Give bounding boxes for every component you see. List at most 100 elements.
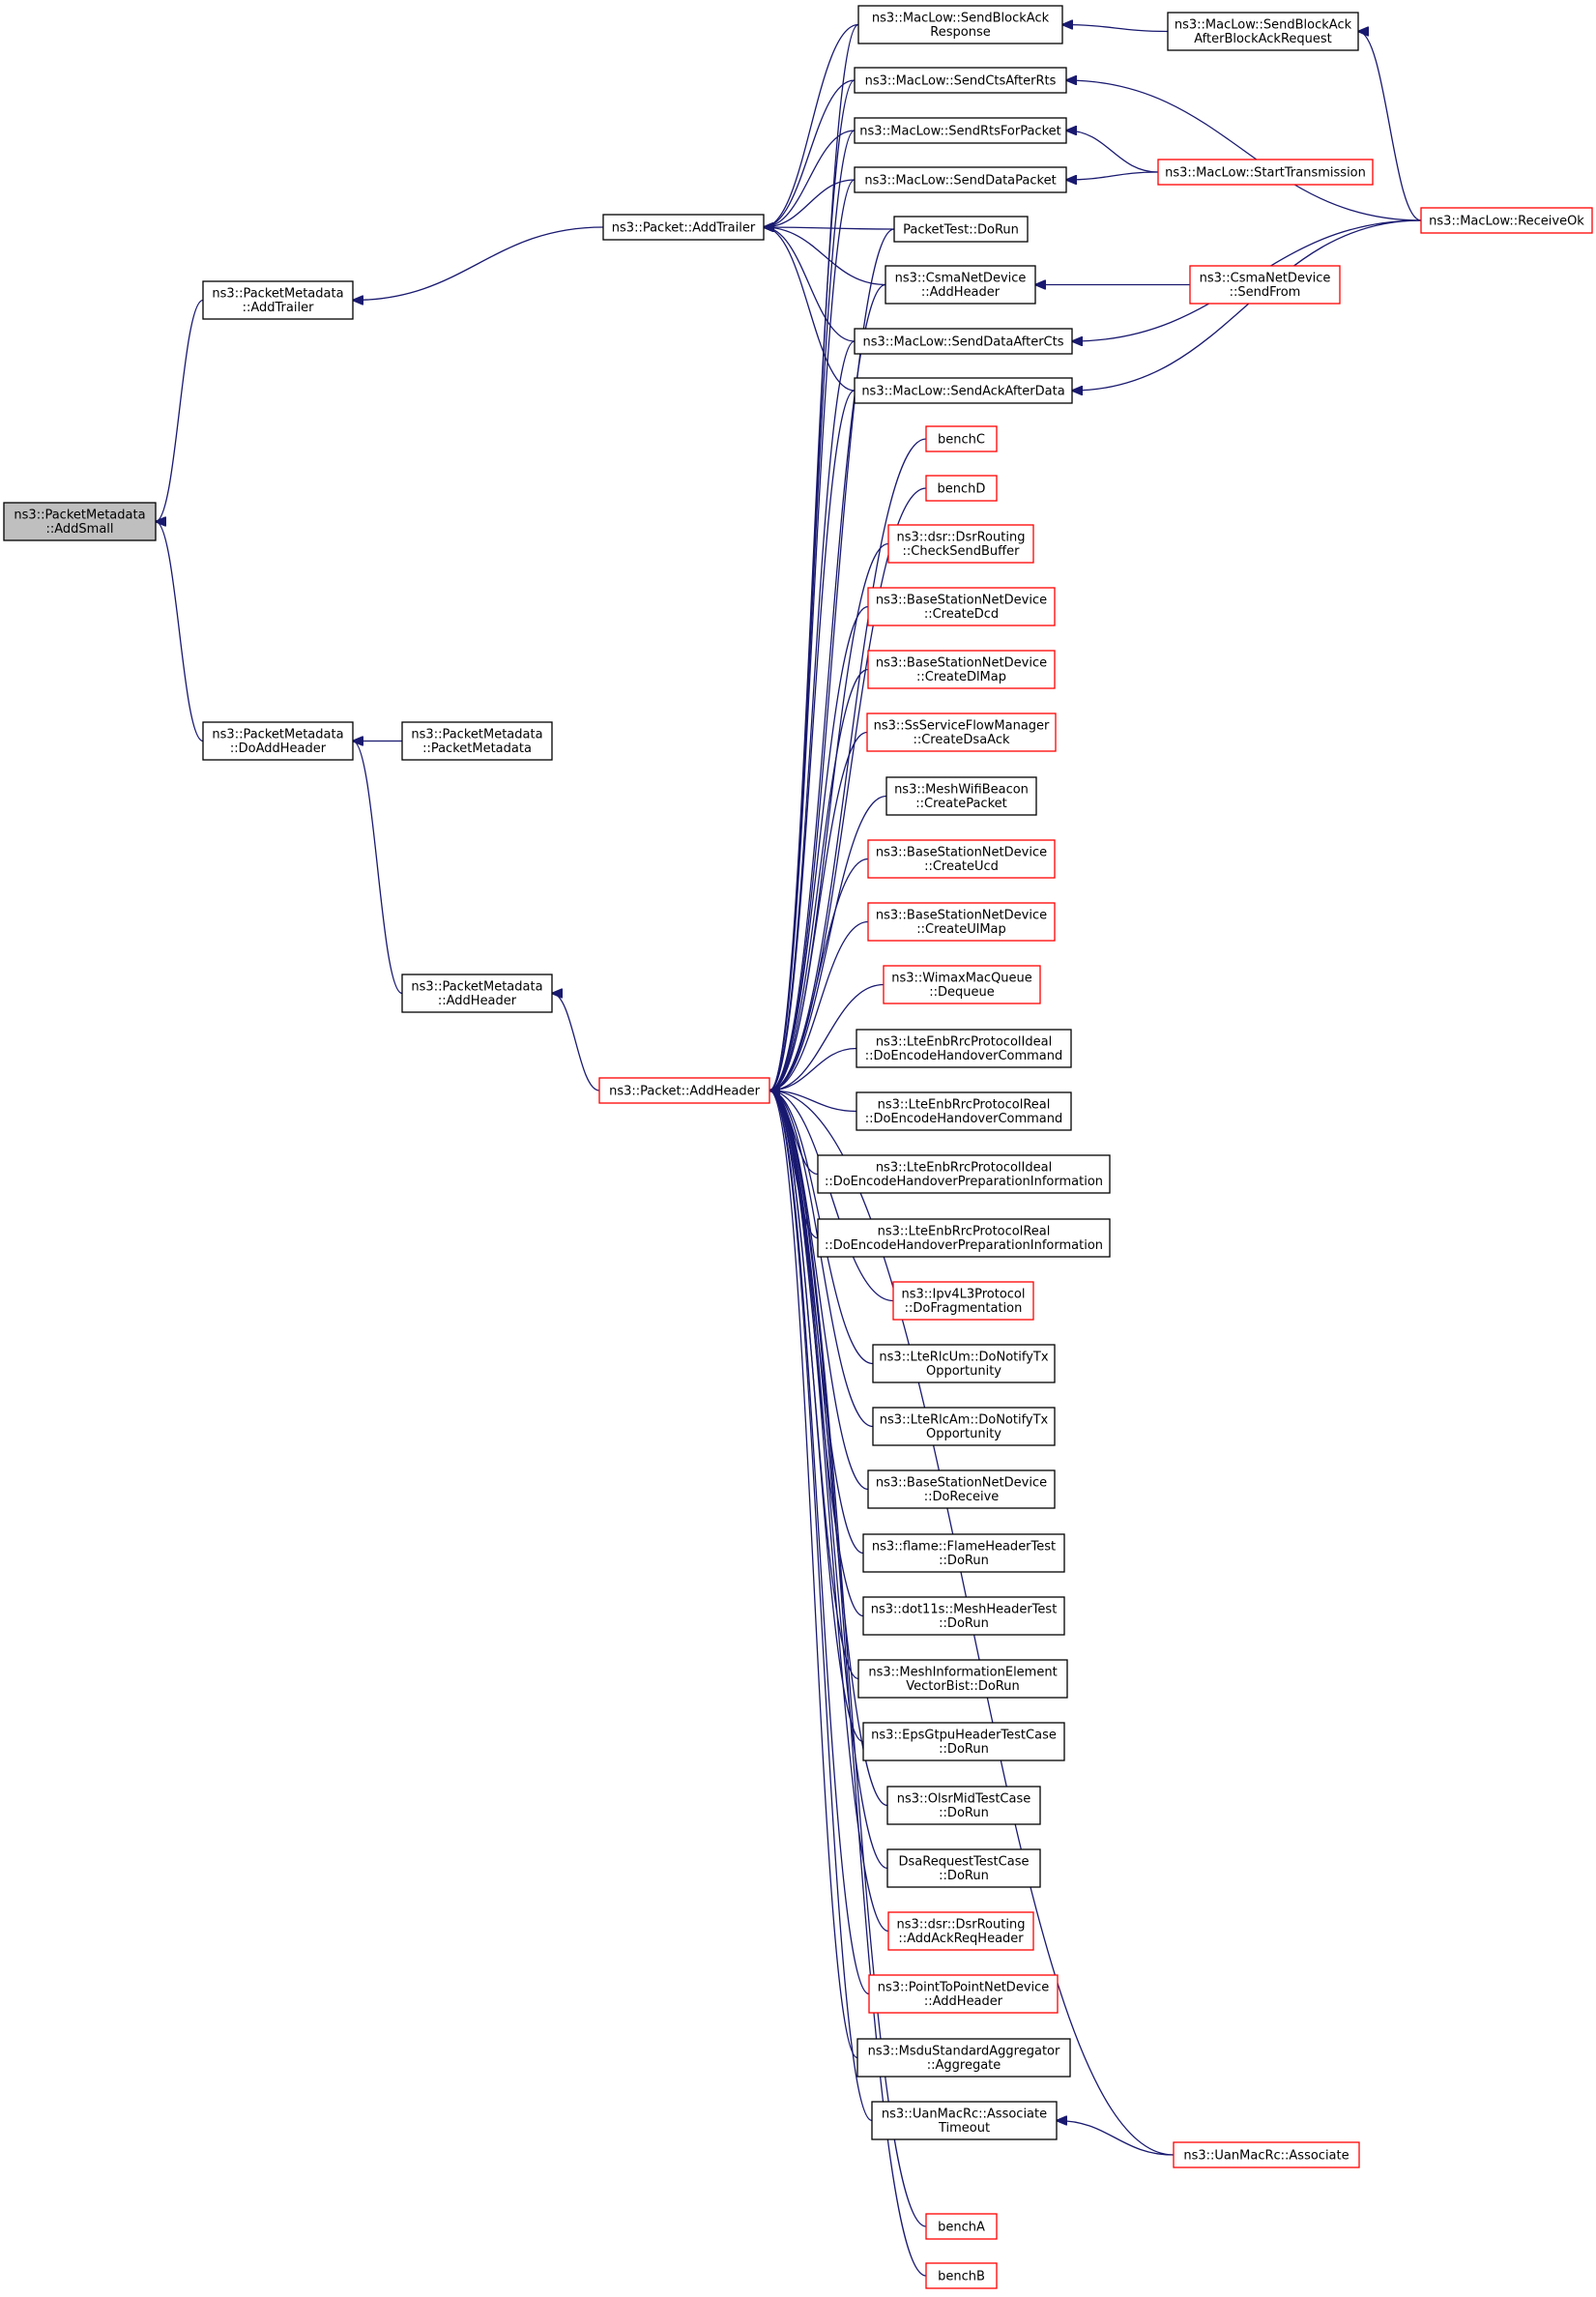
function-node[interactable]: ns3::OlsrMidTestCase::DoRun — [886, 1786, 1041, 1825]
function-node[interactable]: ns3::BaseStationNetDevice::CreateUlMap — [867, 902, 1056, 942]
function-node[interactable]: ns3::MsduStandardAggregator::Aggregate — [856, 2038, 1071, 2078]
function-node[interactable]: ns3::PacketMetadata::PacketMetadata — [401, 721, 553, 761]
node-label: ::SendFrom — [1230, 285, 1301, 300]
function-node[interactable]: ns3::PointToPointNetDevice::AddHeader — [868, 1974, 1059, 2014]
node-label: ::CreateDcd — [924, 607, 999, 622]
call-edge — [1358, 32, 1422, 221]
function-node[interactable]: ns3::MacLow::SendAckAfterData — [854, 377, 1073, 404]
call-edge — [764, 23, 859, 228]
function-node[interactable]: ns3::MacLow::StartTransmission — [1157, 159, 1374, 186]
function-node[interactable]: benchD — [925, 475, 998, 502]
function-node[interactable]: ns3::BaseStationNetDevice::CreateUcd — [867, 839, 1056, 879]
function-node[interactable]: PacketTest::DoRun — [893, 216, 1029, 243]
node-box — [401, 721, 553, 761]
function-node[interactable]: ns3::LteEnbRrcProtocolReal::DoEncodeHand… — [817, 1218, 1111, 1258]
function-node[interactable]: ns3::PacketMetadata::AddSmall — [3, 502, 157, 541]
function-node[interactable]: ns3::MacLow::SendDataAfterCts — [854, 328, 1073, 355]
node-label: ns3::PacketMetadata — [14, 509, 145, 523]
function-node[interactable]: ns3::CsmaNetDevice::SendFrom — [1189, 265, 1341, 305]
call-edge — [769, 920, 869, 1091]
function-node[interactable]: ns3::PacketMetadata::AddTrailer — [202, 280, 354, 320]
function-node[interactable]: benchC — [925, 425, 998, 452]
function-node[interactable]: ns3::MeshInformationElementVectorBist::D… — [857, 1659, 1068, 1699]
node-label: AfterBlockAckRequest — [1194, 32, 1332, 46]
node-label: ::AddAckReqHeader — [898, 1932, 1024, 1946]
function-node[interactable]: ns3::MeshWifiBeacon::CreatePacket — [885, 776, 1037, 816]
node-label: ::CreatePacket — [915, 797, 1007, 811]
node-label: ::CreateDsaAck — [913, 733, 1010, 747]
node-label: ::DoRun — [939, 1554, 989, 1568]
function-node[interactable]: ns3::CsmaNetDevice::AddHeader — [885, 265, 1036, 305]
call-edge — [1066, 131, 1159, 173]
node-layer: ns3::PacketMetadata::AddSmallns3::Packet… — [3, 5, 1593, 2289]
function-node[interactable]: benchA — [925, 2213, 998, 2240]
call-edge — [769, 1047, 857, 1091]
node-box — [925, 2213, 998, 2240]
function-node[interactable]: ns3::dot11s::MeshHeaderTest::DoRun — [862, 1596, 1065, 1636]
function-node[interactable]: ns3::BaseStationNetDevice::DoReceive — [867, 1469, 1056, 1509]
node-box — [1157, 159, 1374, 186]
function-node[interactable]: ns3::Packet::AddTrailer — [602, 214, 765, 241]
function-node[interactable]: ns3::MacLow::SendBlockAckAfterBlockAckRe… — [1167, 12, 1359, 51]
node-box — [856, 2038, 1071, 2078]
function-node[interactable]: DsaRequestTestCase::DoRun — [886, 1848, 1041, 1888]
function-node[interactable]: ns3::Packet::AddHeader — [598, 1077, 770, 1104]
node-label: ns3::MacLow::SendCtsAfterRts — [865, 73, 1057, 88]
node-label: ::DoAddHeader — [230, 741, 327, 756]
function-node[interactable]: ns3::Ipv4L3Protocol::DoFragmentation — [892, 1281, 1034, 1321]
function-node[interactable]: ns3::MacLow::ReceiveOk — [1420, 207, 1593, 234]
node-label: Opportunity — [926, 1427, 1001, 1441]
function-node[interactable]: ns3::BaseStationNetDevice::CreateDcd — [867, 587, 1056, 626]
function-node[interactable]: ns3::PacketMetadata::AddHeader — [401, 974, 553, 1013]
call-edge — [769, 1090, 864, 1743]
function-node[interactable]: ns3::BaseStationNetDevice::CreateDlMap — [867, 650, 1056, 689]
node-box — [602, 214, 765, 241]
function-node[interactable]: ns3::UanMacRc::Associate — [1173, 2141, 1360, 2168]
node-box — [886, 1786, 1041, 1825]
node-box — [854, 166, 1067, 193]
node-label: benchC — [938, 432, 985, 447]
node-label: benchB — [938, 2269, 985, 2283]
function-node[interactable]: ns3::EpsGtpuHeaderTestCase::DoRun — [862, 1722, 1065, 1761]
function-node[interactable]: ns3::MacLow::SendRtsForPacket — [854, 117, 1067, 144]
node-label: ns3::flame::FlameHeaderTest — [872, 1540, 1056, 1555]
call-edge — [769, 179, 856, 1090]
call-edge — [769, 1090, 888, 1870]
node-box — [3, 502, 157, 541]
call-edge — [769, 1090, 927, 2277]
call-edge — [764, 79, 856, 227]
function-node[interactable]: ns3::PacketMetadata::DoAddHeader — [202, 721, 354, 761]
call-edge — [764, 227, 856, 392]
node-box — [862, 1596, 1065, 1636]
function-node[interactable]: ns3::WimaxMacQueue::Dequeue — [883, 965, 1041, 1004]
function-node[interactable]: ns3::LteEnbRrcProtocolIdeal::DoEncodeHan… — [817, 1154, 1111, 1194]
function-node[interactable]: ns3::dsr::DsrRouting::CheckSendBuffer — [887, 524, 1034, 564]
node-label: ::CreateUcd — [924, 859, 999, 874]
function-node[interactable]: ns3::MacLow::SendCtsAfterRts — [854, 67, 1067, 94]
node-label: ::DoEncodeHandoverPreparationInformation — [825, 1238, 1103, 1253]
call-edge — [769, 1090, 858, 2059]
node-label: Timeout — [938, 2121, 990, 2136]
node-label: ::AddHeader — [924, 1994, 1003, 2009]
node-box — [925, 425, 998, 452]
call-edge — [764, 179, 856, 227]
node-box — [872, 1407, 1056, 1446]
function-node[interactable]: ns3::flame::FlameHeaderTest::DoRun — [862, 1533, 1065, 1573]
function-node[interactable]: ns3::LteEnbRrcProtocolReal::DoEncodeHand… — [856, 1091, 1072, 1131]
function-node[interactable]: ns3::dsr::DsrRouting::AddAckReqHeader — [887, 1911, 1034, 1951]
node-box — [866, 712, 1057, 752]
function-node[interactable]: ns3::SsServiceFlowManager::CreateDsaAck — [866, 712, 1057, 752]
function-node[interactable]: benchB — [925, 2262, 998, 2289]
function-node[interactable]: ns3::MacLow::SendDataPacket — [854, 166, 1067, 193]
node-box — [886, 1848, 1041, 1888]
node-label: ns3::UanMacRc::Associate — [882, 2108, 1047, 2122]
node-label: ns3::MacLow::SendRtsForPacket — [859, 124, 1061, 138]
function-node[interactable]: ns3::LteEnbRrcProtocolIdeal::DoEncodeHan… — [856, 1029, 1072, 1068]
node-box — [893, 216, 1029, 243]
call-edge — [353, 741, 403, 995]
node-box — [862, 1533, 1065, 1573]
